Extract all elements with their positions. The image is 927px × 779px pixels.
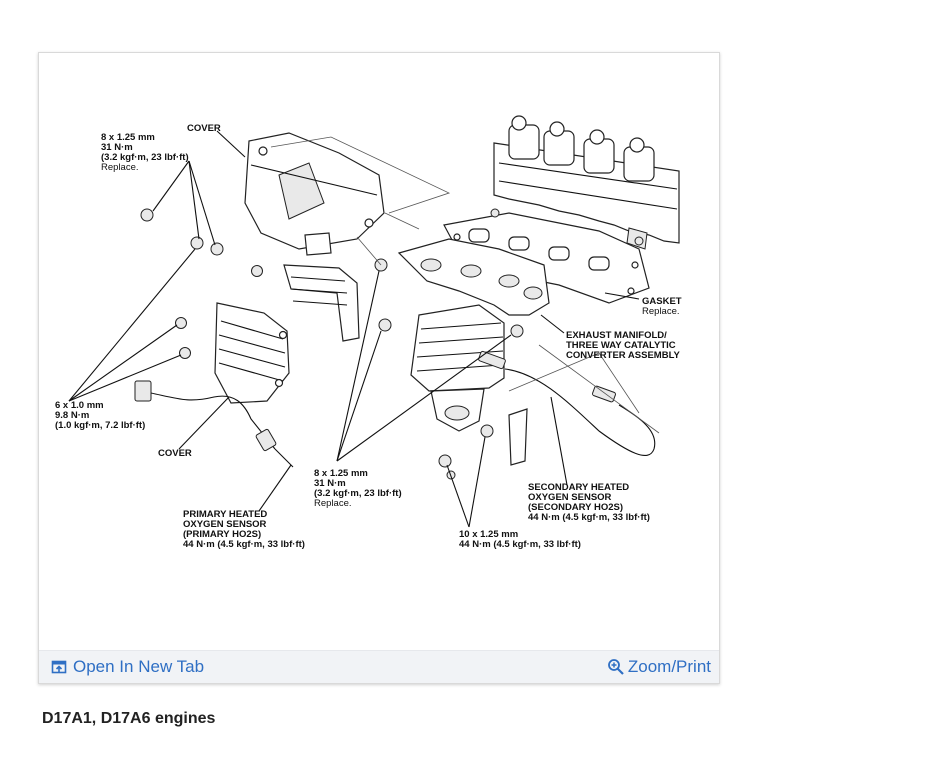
zoom-print-label: Zoom/Print <box>627 657 711 676</box>
assembly-lines <box>270 136 660 434</box>
image-caption: D17A1, D17A6 engines <box>42 710 216 727</box>
secondary-oxygen-sensor <box>478 350 656 456</box>
leader-lines <box>68 130 640 528</box>
label-primary-sensor: PRIMARY HEATED OXYGEN SENSOR (PRIMARY HO… <box>183 509 305 550</box>
gasket <box>443 212 650 304</box>
label-bolt-top: 8 x 1.25 mm 31 N·m (3.2 kgf·m, 23 lbf·ft… <box>101 132 191 173</box>
bolts <box>140 208 644 480</box>
open-in-new-tab-icon <box>51 659 67 675</box>
zoom-print-button[interactable]: Zoom/Print <box>607 651 711 683</box>
lower-heat-cover <box>214 302 290 404</box>
label-cover-top: COVER <box>187 123 221 134</box>
exhaust-manifold-assembly <box>397 238 550 466</box>
zoom-in-icon <box>607 658 625 676</box>
label-gasket: GASKET Replace. <box>642 296 684 317</box>
open-in-new-tab-button[interactable]: Open In New Tab <box>51 651 204 683</box>
primary-oxygen-sensor <box>134 380 294 468</box>
label-bolt-left: 6 x 1.0 mm 9.8 N·m (1.0 kgf·m, 7.2 lbf·f… <box>55 400 145 431</box>
label-bolt-mid: 8 x 1.25 mm 31 N·m (3.2 kgf·m, 23 lbf·ft… <box>314 468 404 509</box>
upper-heat-cover <box>244 132 385 256</box>
diagram-card: 8 x 1.25 mm 31 N·m (3.2 kgf·m, 23 lbf·ft… <box>38 52 720 684</box>
label-manifold: EXHAUST MANIFOLD/ THREE WAY CATALYTIC CO… <box>566 330 681 361</box>
diagram-svg: 8 x 1.25 mm 31 N·m (3.2 kgf·m, 23 lbf·ft… <box>55 115 684 550</box>
engine-cylinder-head <box>493 115 680 250</box>
heat-cover-middle <box>283 264 360 342</box>
image-toolbar: Open In New Tab Zoom/Print <box>39 650 719 683</box>
label-secondary-sensor: SECONDARY HEATED OXYGEN SENSOR (SECONDAR… <box>528 482 650 523</box>
label-cover-bottom: COVER <box>158 448 192 459</box>
exhaust-manifold-diagram[interactable]: 8 x 1.25 mm 31 N·m (3.2 kgf·m, 23 lbf·ft… <box>39 53 719 651</box>
open-in-new-tab-label: Open In New Tab <box>73 657 205 676</box>
label-bolt-bottom: 10 x 1.25 mm 44 N·m (4.5 kgf·m, 33 lbf·f… <box>459 529 581 550</box>
